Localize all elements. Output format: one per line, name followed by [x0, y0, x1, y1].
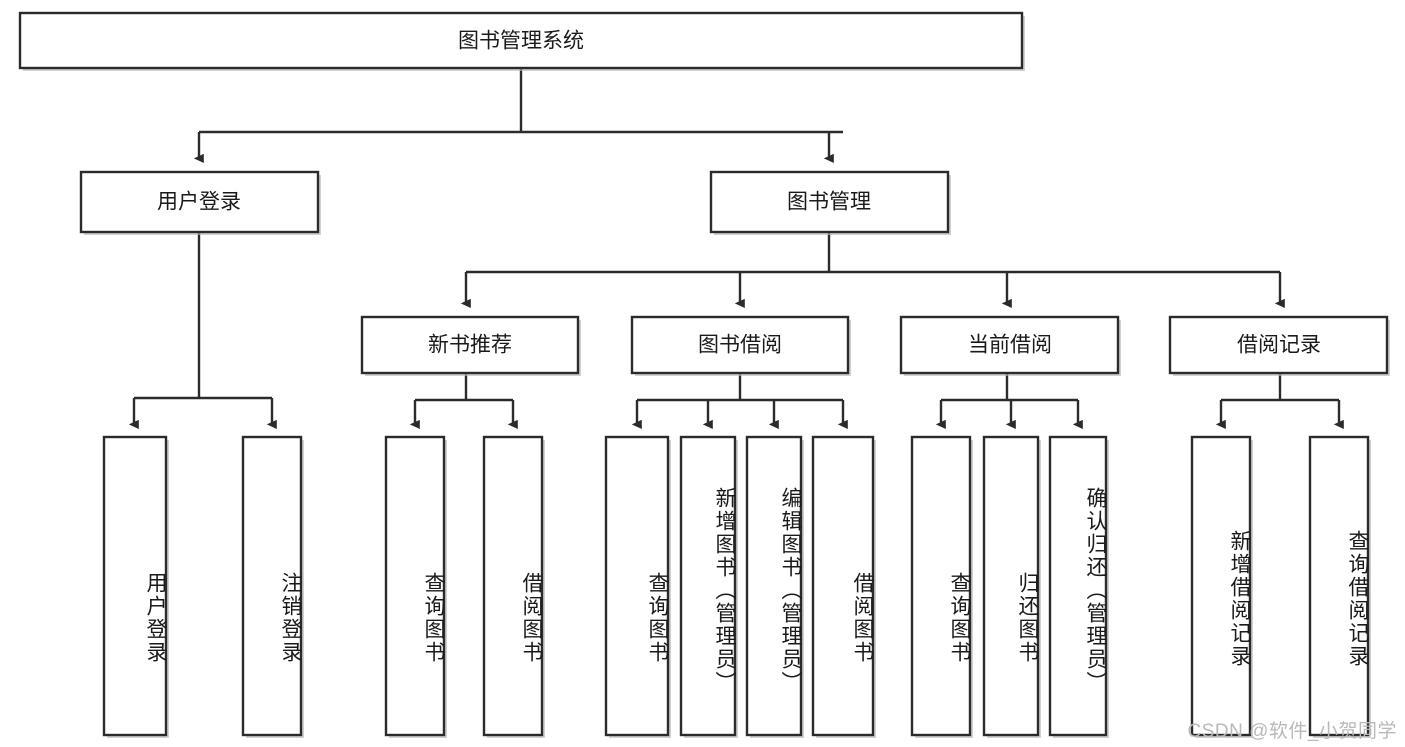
leaf-node-user-login[interactable] — [102, 435, 169, 738]
node-current-borrow-label: 当前借阅 — [968, 334, 1052, 357]
leaf-node-edit-book-admin[interactable] — [745, 435, 804, 738]
nodes-layer: 图书管理系统 用户登录 图书管理 新书推荐 图书 — [18, 11, 1390, 738]
node-book-borrow-label: 图书借阅 — [698, 334, 782, 357]
node-new-book-recommend-label: 新书推荐 — [428, 334, 512, 357]
node-book-management[interactable]: 图书管理 — [709, 170, 951, 235]
leaf-node-borrow-book[interactable] — [811, 435, 876, 738]
node-book-borrow[interactable]: 图书借阅 — [630, 315, 851, 376]
leaf-node-return-book[interactable] — [982, 435, 1041, 738]
node-borrow-record-label: 借阅记录 — [1237, 334, 1321, 357]
leaf-node-query-book-current[interactable] — [910, 435, 973, 738]
node-borrow-record[interactable]: 借阅记录 — [1168, 315, 1390, 376]
connectors-layer — [128, 68, 1344, 430]
node-new-book-recommend[interactable]: 新书推荐 — [360, 315, 581, 376]
leaf-node-add-book-admin[interactable] — [679, 435, 738, 738]
leaf-node-logout[interactable] — [241, 435, 304, 738]
node-book-management-label: 图书管理 — [787, 191, 871, 214]
node-root-label: 图书管理系统 — [458, 30, 584, 53]
node-user-login-label: 用户登录 — [157, 191, 241, 214]
leaf-node-add-borrow-record[interactable] — [1190, 435, 1253, 738]
leaf-node-borrow-book-new[interactable] — [482, 435, 545, 738]
leaf-node-query-borrow-record[interactable] — [1308, 435, 1371, 738]
node-user-login[interactable]: 用户登录 — [79, 170, 321, 235]
node-current-borrow[interactable]: 当前借阅 — [899, 315, 1121, 376]
leaf-node-query-book-borrow[interactable] — [604, 435, 671, 738]
leaf-node-query-book-new[interactable] — [384, 435, 447, 738]
leaf-node-confirm-return-admin[interactable] — [1048, 435, 1109, 738]
node-root[interactable]: 图书管理系统 — [18, 11, 1025, 71]
csdn-watermark: CSDN @软件_小贺同学 — [1187, 721, 1397, 742]
